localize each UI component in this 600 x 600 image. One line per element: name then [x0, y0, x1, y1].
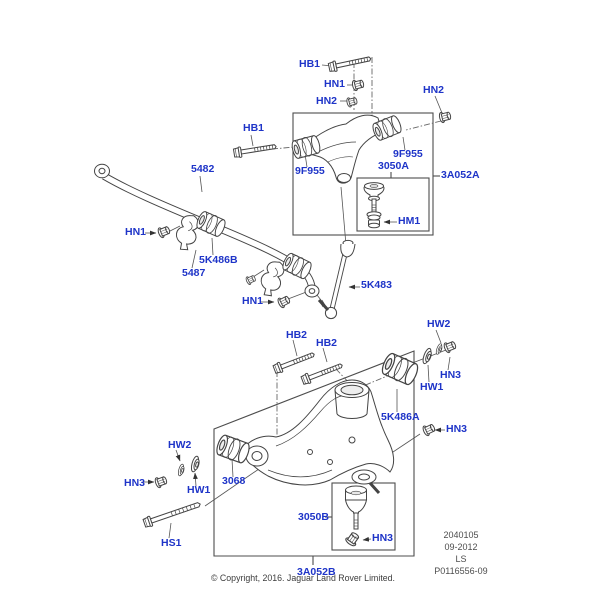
label-hn1-left: HN1 [125, 226, 147, 238]
label-9f955-left: 9F955 [295, 165, 325, 177]
upper-arm-box [292, 112, 440, 236]
label-hn1-mid: HN1 [242, 295, 264, 307]
label-hn3-left: HN3 [124, 477, 146, 489]
bushing-5k486b [194, 209, 228, 239]
sheet-info-block: 2040105 09-2012 LS P0116556-09 [426, 529, 496, 577]
washer-hw2-left [176, 463, 186, 477]
nut-hn1-mid [276, 293, 292, 310]
label-hn2-top-a: HN2 [316, 95, 338, 107]
bolt-hs1 [142, 498, 203, 529]
label-5k486a: 5K486A [381, 411, 420, 423]
label-hs1: HS1 [161, 537, 182, 549]
label-hw1-right: HW1 [420, 381, 444, 393]
washer-hw1-right [420, 346, 434, 366]
washer-hw2-right [434, 342, 444, 356]
label-hn3-right-mid: HN3 [446, 423, 468, 435]
label-3068: 3068 [222, 475, 246, 487]
label-hw2-left: HW2 [168, 439, 192, 451]
sheet-plate-id: P0116556-09 [434, 566, 488, 576]
bolt-hb1-top [327, 53, 373, 74]
balljoint-3050a [363, 182, 385, 229]
sheet-series: LS [455, 554, 467, 564]
bolt-hb1-mid [232, 140, 278, 159]
label-3a052a: 3A052A [441, 169, 480, 181]
nut-hn2-left [345, 95, 359, 108]
bolt-hb2-b [300, 359, 345, 386]
label-9f955-right: 9F955 [393, 148, 423, 160]
label-5k483: 5K483 [361, 279, 392, 291]
label-hn3-right-top: HN3 [440, 369, 462, 381]
washer-hw1-left [189, 454, 202, 474]
label-hb2-a: HB2 [286, 329, 308, 341]
bolt-hb2-a [272, 348, 317, 375]
label-3a052b: 3A052B [297, 566, 336, 578]
nut-hn3-right-mid [421, 421, 437, 438]
label-hn3-box: HN3 [372, 532, 394, 544]
balljoint-3050b [344, 485, 368, 530]
label-hn1-top: HN1 [324, 78, 346, 90]
label-hn2-top-b: HN2 [423, 84, 445, 96]
label-hb1-mid: HB1 [243, 122, 265, 134]
nut-hn3-right-top [442, 339, 458, 354]
label-5k486b: 5K486B [199, 254, 238, 266]
sheet-date: 09-2012 [444, 542, 478, 552]
label-5487: 5487 [182, 267, 206, 279]
nut-hn1-top [350, 77, 366, 92]
stabilizer-link [317, 239, 356, 320]
lower-control-arm [242, 379, 395, 495]
label-3050a: 3050A [378, 160, 409, 172]
sheet-number: 2040105 [443, 530, 479, 540]
upper-balljoint-box [356, 177, 430, 232]
label-hm1: HM1 [398, 215, 421, 227]
nut-hn3-left [153, 474, 169, 489]
upper-control-arm [299, 114, 383, 184]
label-hb1-top: HB1 [299, 58, 321, 70]
label-hw2-right: HW2 [427, 318, 451, 330]
label-hb2-b: HB2 [316, 337, 338, 349]
label-5482: 5482 [191, 163, 215, 175]
nut-hn3-box [343, 530, 362, 548]
nut-hn1-left [156, 224, 172, 239]
label-3050b: 3050B [298, 511, 329, 523]
copyright-notice: © Copyright, 2016. Jaguar Land Rover Lim… [211, 573, 395, 583]
bushing-3068 [213, 432, 253, 466]
label-hw1-left: HW1 [187, 484, 211, 496]
nut-hn2-right [437, 109, 453, 124]
